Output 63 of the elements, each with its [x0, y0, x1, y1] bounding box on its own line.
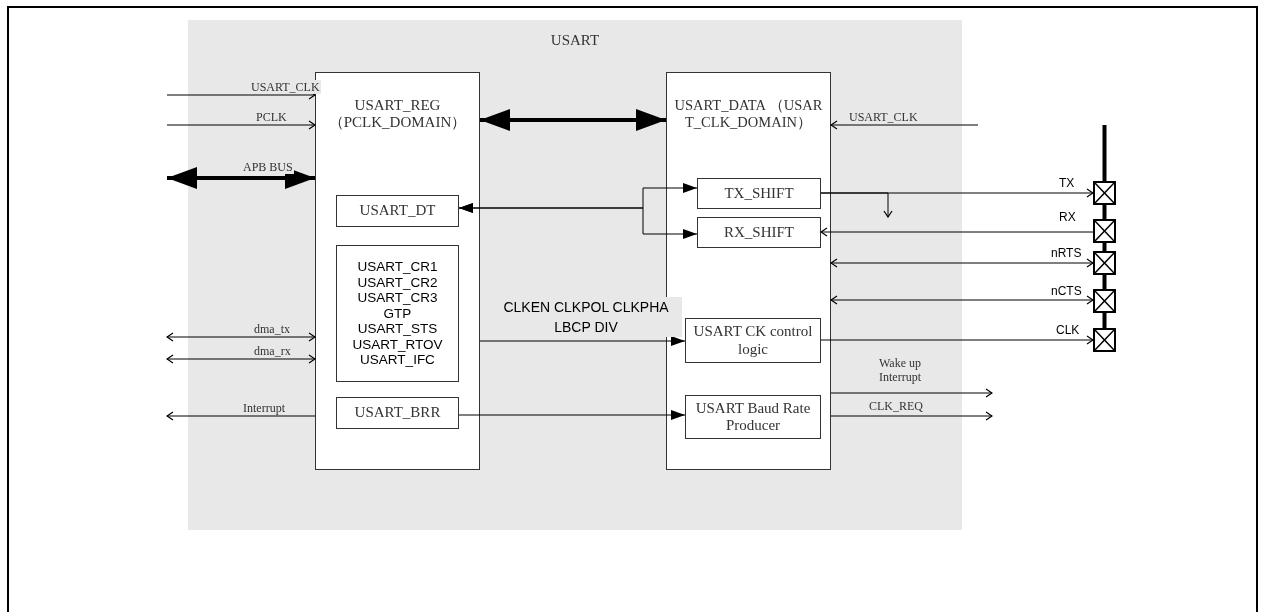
- pin-pad: [1093, 181, 1116, 205]
- register-box: [697, 178, 821, 209]
- arrow: [830, 388, 993, 398]
- pin-pad: [1093, 328, 1116, 352]
- edge-label: CLK: [1055, 323, 1081, 337]
- arrow: [166, 120, 316, 130]
- box-label: USART_CR3: [357, 290, 438, 306]
- arrow: [458, 203, 698, 239]
- arrow: [167, 167, 315, 189]
- box-label: USART_CR2: [357, 274, 438, 291]
- register-box: [697, 217, 821, 248]
- pin-pad: [1093, 251, 1116, 275]
- pin-bus-line: [1102, 125, 1107, 181]
- arrow: [820, 335, 1094, 345]
- edge-label: nRTS: [1050, 246, 1083, 260]
- box-label: USART_IFC: [360, 352, 435, 368]
- panel-title: USART: [549, 32, 601, 50]
- box-label: USART_BRR: [354, 404, 441, 422]
- box-label: USART_DT: [359, 202, 436, 220]
- register-box: [685, 318, 821, 363]
- edge-label: USART_CLK: [250, 80, 321, 94]
- edge-label: CLK_REQ: [868, 399, 924, 413]
- box-label: USART CK control logic: [692, 323, 814, 358]
- edge-label: dma_tx: [253, 322, 291, 336]
- register-box: [336, 245, 459, 382]
- pin-bus-line: [1102, 243, 1107, 251]
- edge-label: RX: [1058, 210, 1077, 224]
- pin-pad: [1093, 289, 1116, 313]
- edge-label: Interrupt: [242, 401, 286, 415]
- arrow: [458, 410, 686, 420]
- arrow: [830, 258, 1094, 268]
- box-label: USART_CR1: [357, 259, 438, 275]
- arrow: [820, 192, 893, 218]
- edge-label: nCTS: [1050, 284, 1083, 298]
- edge-label: TX: [1058, 176, 1076, 190]
- box-label: TX_SHIFT: [724, 184, 794, 203]
- arrow: [820, 227, 1094, 237]
- edge-label: APB BUS: [242, 160, 294, 174]
- arrow: [479, 336, 686, 346]
- register-box: [336, 195, 459, 227]
- register-box: [685, 395, 821, 439]
- arrow: [830, 120, 979, 130]
- arrow: [166, 354, 316, 364]
- arrow: [480, 109, 666, 131]
- arrow: [830, 411, 993, 421]
- edge-label: PCLK: [255, 110, 288, 124]
- edge-label: dma_rx: [253, 344, 292, 358]
- pin-bus-line: [1102, 275, 1107, 289]
- arrow: [830, 295, 1094, 305]
- box-label: USART_RTOV: [352, 336, 443, 353]
- box-label: GTP: [383, 305, 412, 322]
- module-panel: [188, 20, 962, 530]
- pin-bus-line: [1102, 205, 1107, 219]
- box-label: USART_DATA （USART_CLK_DOMAIN）: [673, 96, 824, 131]
- arrow: [166, 332, 316, 342]
- pin-bus-line: [1102, 313, 1107, 328]
- pin-pad: [1093, 219, 1116, 243]
- box-label: RX_SHIFT: [724, 223, 794, 242]
- arrow: [166, 411, 316, 421]
- box-label: USART Baud Rate Producer: [694, 399, 812, 435]
- register-box: [336, 397, 459, 429]
- edge-label: USART_CLK: [848, 110, 919, 124]
- box-label: USART_STS: [357, 321, 438, 337]
